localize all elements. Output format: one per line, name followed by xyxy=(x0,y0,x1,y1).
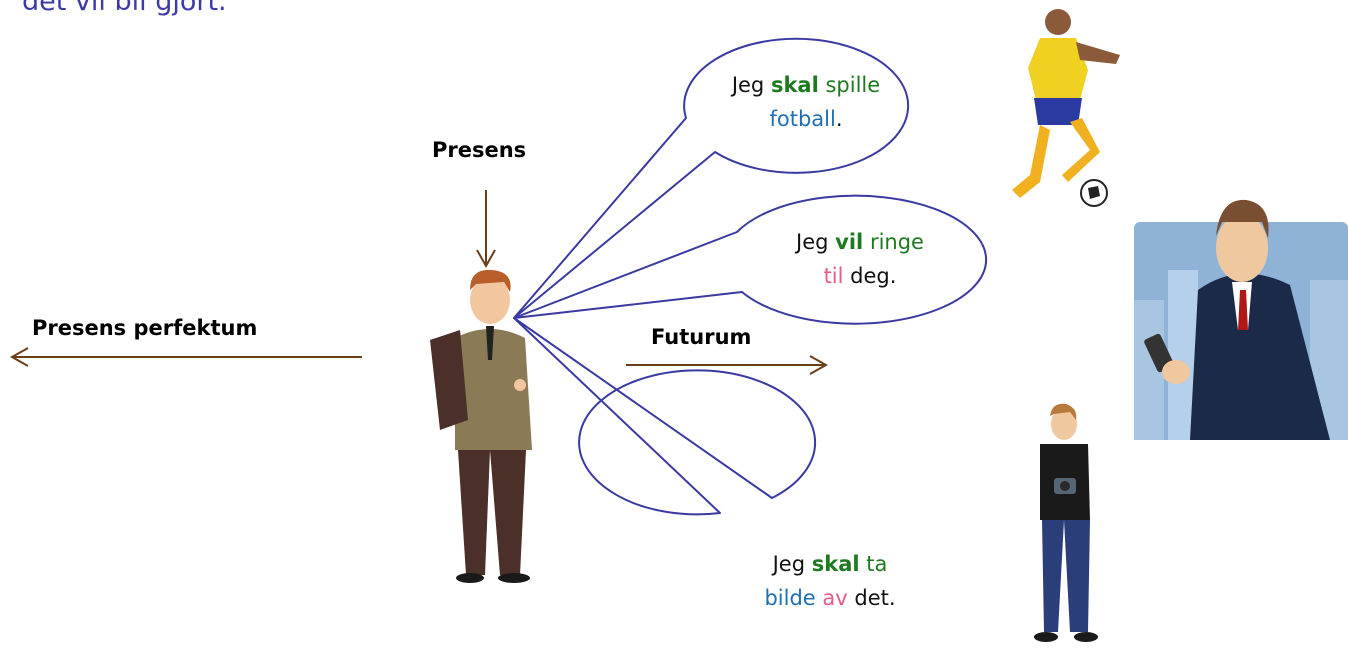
bubble-3-word-1: Jeg xyxy=(772,552,806,576)
speech-bubble-2 xyxy=(513,194,988,325)
presens-perfektum-label: Presens perfektum xyxy=(32,316,258,340)
bubble-1-noun: fotball xyxy=(769,107,836,131)
bubble-3-prep: av xyxy=(822,586,848,610)
bubble-3-word-3: ta xyxy=(866,552,888,576)
bubble-2-verb: vil xyxy=(835,230,864,254)
presens-label: Presens xyxy=(432,138,527,162)
presens-perfektum-arrow xyxy=(9,347,362,367)
bubble-2-word-3: ringe xyxy=(869,230,924,254)
soccer-player-illustration xyxy=(1012,9,1120,207)
speech-bubble-3 xyxy=(513,317,817,516)
header-text: det vil bli gjort. xyxy=(22,0,227,17)
bubble-1-word-1: Jeg xyxy=(731,73,765,97)
bubble-1-period: . xyxy=(835,107,843,131)
bubble-3-noun: bilde xyxy=(764,586,816,610)
speech-bubble-1 xyxy=(513,37,910,319)
bubble-1-word-3: spille xyxy=(825,73,881,97)
businessman-illustration xyxy=(430,269,532,583)
phone-man-illustration xyxy=(1134,199,1348,440)
bubble-2-word-5: deg. xyxy=(850,264,897,288)
futurum-arrow xyxy=(626,355,829,375)
photographer-illustration xyxy=(1034,403,1098,642)
bubble-2-prep: til xyxy=(823,264,844,288)
bubble-2-text: Jeg vil ringe til deg. xyxy=(740,225,980,293)
bubble-2-word-1: Jeg xyxy=(796,230,829,254)
presens-arrow xyxy=(476,190,496,269)
bubble-1-text: Jeg skal spille fotball. xyxy=(694,68,918,136)
bubble-3-verb: skal xyxy=(811,552,860,576)
bubble-1-verb: skal xyxy=(770,73,819,97)
bubble-3-text: Jeg skal ta bilde av det. xyxy=(713,547,947,615)
bubble-3-word-6: det. xyxy=(854,586,896,610)
futurum-label: Futurum xyxy=(651,325,752,349)
